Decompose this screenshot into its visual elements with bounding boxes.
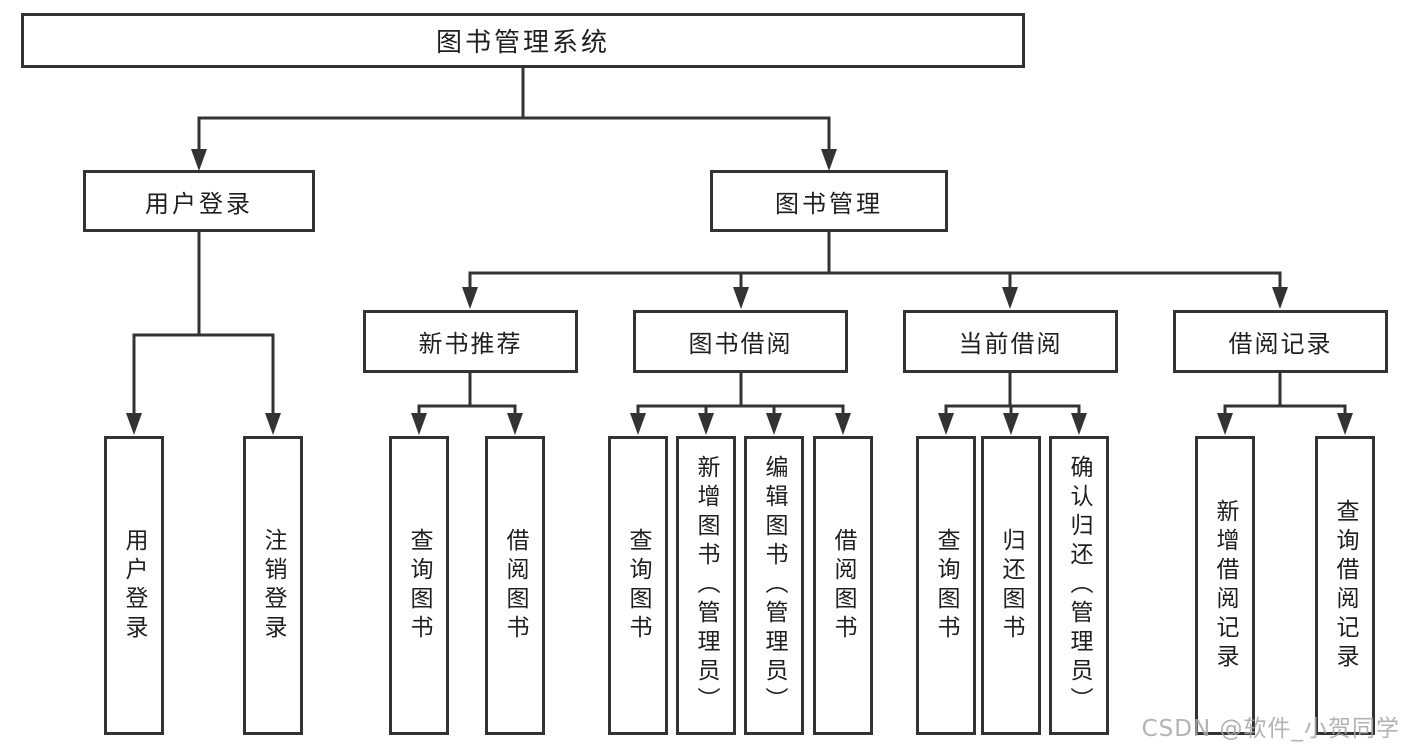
leaf-add-borrow-record: 新增借阅记录 [1195,436,1255,735]
leaf-confirm-return-admin: 确认归还（管理员） [1049,436,1109,735]
node-borrowing-records: 借阅记录 [1173,310,1388,373]
arrowheads [126,149,1353,435]
node-book-borrowing: 图书借阅 [633,310,848,373]
leaf-add-books-admin: 新增图书（管理员） [676,436,736,735]
leaf-query-books-current: 查询图书 [916,436,976,735]
leaf-borrow-books-recommend: 借阅图书 [485,436,545,735]
node-book-management: 图书管理 [710,170,948,232]
leaf-query-books-borrowing: 查询图书 [608,436,668,735]
leaf-edit-books-admin: 编辑图书（管理员） [744,436,804,735]
leaf-return-books: 归还图书 [981,436,1041,735]
watermark: CSDN @软件_小贺同学 [1141,716,1400,742]
node-current-borrowing: 当前借阅 [903,310,1118,373]
leaf-query-borrow-record: 查询借阅记录 [1315,436,1375,735]
leaf-query-books-recommend: 查询图书 [389,436,449,735]
leaf-user-login: 用户登录 [104,436,164,735]
leaf-logout: 注销登录 [243,436,303,735]
leaf-borrow-books: 借阅图书 [813,436,873,735]
node-root-system: 图书管理系统 [21,13,1025,68]
node-new-book-recommendation: 新书推荐 [363,310,578,373]
node-user-login: 用户登录 [83,170,315,232]
